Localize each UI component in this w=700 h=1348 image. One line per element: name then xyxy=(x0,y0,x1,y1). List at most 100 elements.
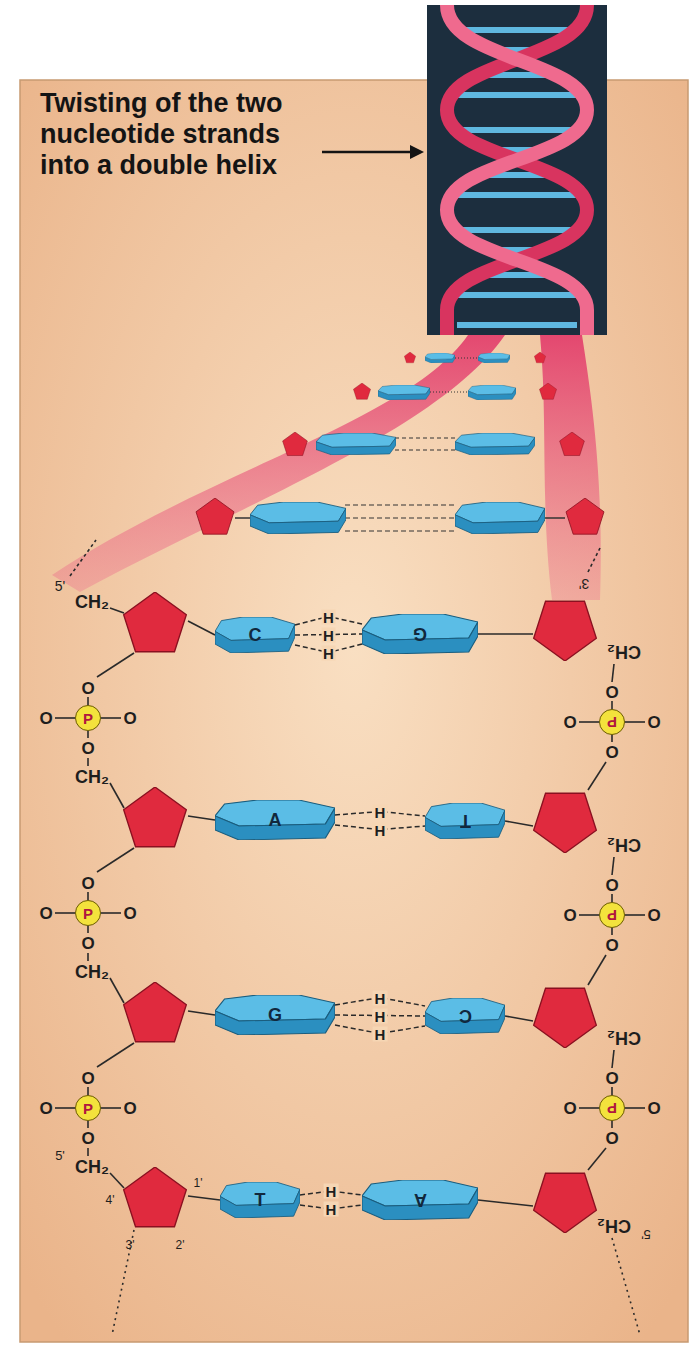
phosphate-circle: P xyxy=(75,1095,101,1121)
bond-line xyxy=(611,928,613,935)
bond-line xyxy=(612,1238,640,1335)
bond-line xyxy=(625,914,645,916)
bond-line xyxy=(87,1148,89,1156)
bond-line xyxy=(612,857,614,875)
bond-line xyxy=(55,912,75,914)
phosphate-letter: P xyxy=(83,1101,93,1116)
carbon-number: 3' xyxy=(126,1239,135,1251)
oxygen-symbol: O xyxy=(605,937,618,954)
base-block: G xyxy=(362,614,478,654)
oxygen-symbol: O xyxy=(81,935,94,952)
bond-line xyxy=(611,1087,613,1095)
bond-line xyxy=(87,892,89,900)
bond-line xyxy=(87,758,89,766)
bond-line xyxy=(55,1107,75,1109)
oxygen-symbol: O xyxy=(563,1100,576,1117)
carbon-number: 4' xyxy=(106,1194,115,1206)
oxygen-symbol: O xyxy=(39,1100,52,1117)
oxygen-symbol: O xyxy=(647,1100,660,1117)
base-letter: C xyxy=(459,1007,472,1025)
oxygen-symbol: O xyxy=(81,1130,94,1147)
base-prism xyxy=(215,995,335,1035)
bond-line xyxy=(87,1087,89,1095)
sugar-pentagon xyxy=(534,601,597,661)
callout-arrow xyxy=(322,145,424,159)
group-symbol: CH₂ xyxy=(607,643,641,661)
bond-line xyxy=(188,1011,215,1015)
phosphate-letter: P xyxy=(607,715,617,730)
sugar-pentagon xyxy=(534,988,597,1048)
carbon-number: 2' xyxy=(176,1239,185,1251)
bond-line xyxy=(101,717,121,719)
bond-line xyxy=(579,914,599,916)
carbon-number: 5' xyxy=(55,579,65,593)
bond-line xyxy=(87,697,89,705)
bond-line xyxy=(505,1016,533,1021)
phosphate-circle: P xyxy=(75,705,101,731)
perspective-base-pairs xyxy=(196,352,604,534)
bond-line xyxy=(588,955,606,985)
bond-line xyxy=(87,1121,89,1128)
phosphate-letter: P xyxy=(607,908,617,923)
bond-line xyxy=(625,721,645,723)
bond-line xyxy=(110,1173,124,1188)
bond-line xyxy=(110,608,124,613)
oxygen-symbol: O xyxy=(81,875,94,892)
base-prism xyxy=(220,1182,300,1218)
bond-line xyxy=(612,664,614,682)
sugar-pentagon xyxy=(124,1167,187,1227)
sugar-pentagon xyxy=(534,1173,597,1233)
bond-line xyxy=(611,701,613,709)
bond-line xyxy=(612,1050,614,1068)
carbon-number: 5' xyxy=(55,1149,65,1162)
bond-line xyxy=(505,821,533,826)
bond-line xyxy=(478,633,533,635)
hydrogen-label: H xyxy=(321,609,336,624)
hydrogen-label: H xyxy=(321,645,336,660)
callout-title: Twisting of the two nucleotide strands i… xyxy=(40,88,335,181)
carbon-number: 1' xyxy=(194,1177,203,1189)
base-letter: A xyxy=(269,811,282,829)
bond-line xyxy=(87,731,89,738)
base-prism xyxy=(362,614,478,654)
oxygen-symbol: O xyxy=(81,740,94,757)
sugar-pentagon xyxy=(124,592,187,652)
group-symbol: CH₂ xyxy=(597,1217,631,1235)
phosphate-circle: P xyxy=(599,1095,625,1121)
base-prism xyxy=(215,617,295,653)
bond-line xyxy=(87,953,89,961)
hydrogen-label: H xyxy=(373,1008,388,1023)
bond-line xyxy=(611,894,613,902)
oxygen-symbol: O xyxy=(123,1100,136,1117)
bond-line xyxy=(101,912,121,914)
group-symbol: CH₂ xyxy=(607,836,641,854)
group-symbol: CH₂ xyxy=(607,1029,641,1047)
bond-line xyxy=(110,978,124,1003)
bond-line xyxy=(611,1121,613,1128)
bond-line xyxy=(579,721,599,723)
bond-line xyxy=(188,621,215,635)
double-helix-box xyxy=(427,5,607,335)
bond-line xyxy=(70,540,96,576)
base-prism xyxy=(425,803,505,839)
group-symbol: CH₂ xyxy=(75,1158,109,1176)
hydrogen-label: H xyxy=(324,1202,339,1217)
phosphate-circle: P xyxy=(75,900,101,926)
oxygen-symbol: O xyxy=(647,907,660,924)
oxygen-symbol: O xyxy=(81,1070,94,1087)
bond-line xyxy=(101,1107,121,1109)
hydrogen-label: H xyxy=(324,1184,339,1199)
sugar-pentagon xyxy=(124,787,187,847)
oxygen-symbol: O xyxy=(605,744,618,761)
bond-line xyxy=(588,548,600,572)
phosphate-circle: P xyxy=(599,709,625,735)
base-prism xyxy=(215,800,335,840)
base-block: G xyxy=(215,995,335,1035)
oxygen-symbol: O xyxy=(39,905,52,922)
oxygen-symbol: O xyxy=(81,680,94,697)
bond-line xyxy=(97,653,134,677)
bond-line xyxy=(625,1107,645,1109)
